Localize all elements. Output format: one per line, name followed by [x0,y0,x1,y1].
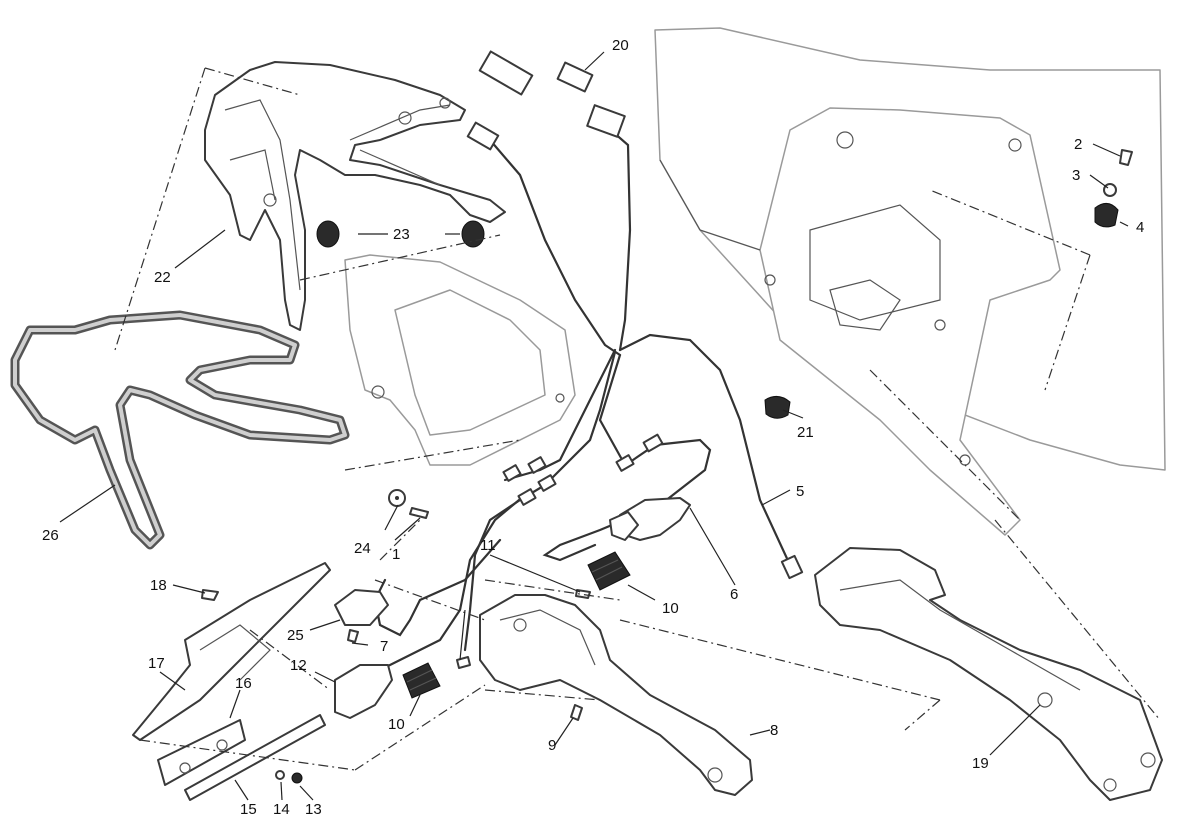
callout-21: 21 [797,424,814,441]
rear-bracket [814,547,1163,801]
reflector-plate [157,719,246,786]
callout-1: 1 [392,546,400,563]
callout-14: 14 [273,801,290,818]
callout-16: 16 [235,675,252,692]
callout-17: 17 [148,655,165,672]
callout-23: 23 [393,226,410,243]
callout-3: 3 [1072,167,1080,184]
tail-body-panel [654,27,1166,536]
callout-26: 26 [42,527,59,544]
turn-indicator-right [609,497,691,541]
callout-8: 8 [770,722,778,739]
plate-bracket [132,562,331,741]
rubber-bushing-upper [587,551,631,591]
undertray [344,254,576,466]
callout-24: 24 [354,540,371,557]
callout-19: 19 [972,755,989,772]
upper-bracket-frame [204,61,506,331]
license-light [334,589,389,626]
callout-2: 2 [1074,136,1082,153]
callout-13: 13 [305,801,322,818]
grommet-pair [316,220,485,248]
callout-11: 11 [480,537,496,554]
callout-12: 12 [290,657,307,674]
plate-holder-arm [479,594,753,796]
callout-5: 5 [796,483,804,500]
callout-15: 15 [240,801,257,818]
callout-6: 6 [730,586,738,603]
assembly-lines [114,67,1161,771]
plate-bar [184,714,326,801]
turn-indicator-left [334,664,393,719]
callout-25: 25 [287,627,304,644]
callout-9: 9 [548,737,556,754]
gasket-seal [10,310,350,550]
callout-10-upper: 10 [662,600,679,617]
callout-4: 4 [1136,219,1144,236]
callout-18: 18 [150,577,167,594]
wiring-harness [373,50,804,672]
callout-20: 20 [612,37,629,54]
rubber-bushing-lower [402,662,441,699]
leader-lines [59,51,1129,801]
fasteners [201,149,1133,784]
callout-22: 22 [154,269,171,286]
callout-7: 7 [380,638,388,655]
callout-labels: 1 2 3 4 5 6 7 8 9 10 10 11 12 13 14 15 1… [42,37,1144,818]
callout-10-lower: 10 [388,716,405,733]
